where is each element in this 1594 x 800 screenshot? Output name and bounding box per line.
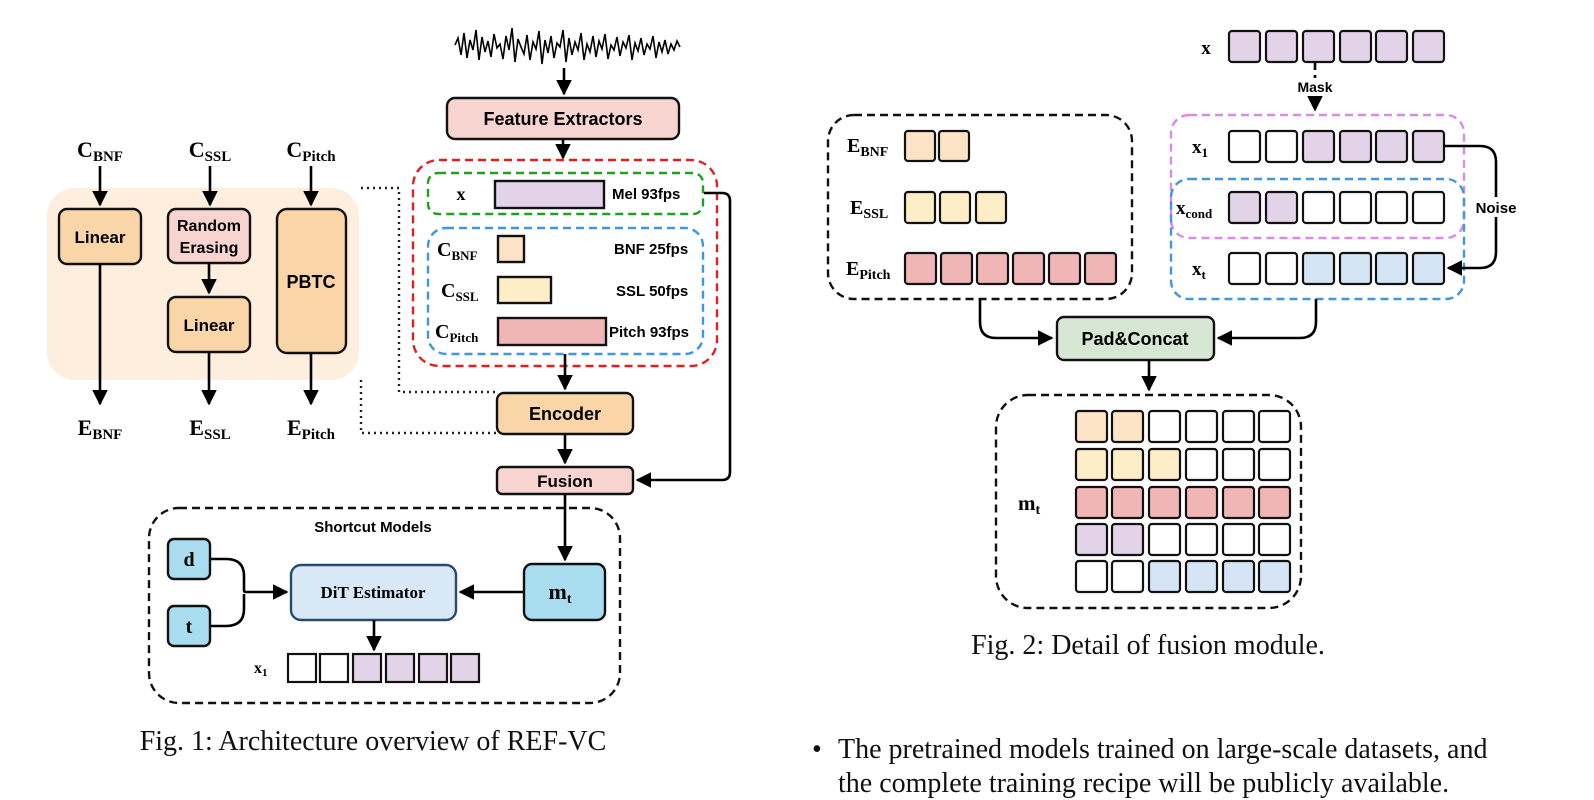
ssl-rate-label: SSL 50fps [616, 283, 688, 300]
ssl-feature-bar [496, 275, 553, 305]
x-label: x [1201, 38, 1211, 59]
shortcut-models-title: Shortcut Models [314, 519, 432, 536]
conditions-group-blue [426, 226, 705, 356]
noise-label: Noise [1476, 200, 1517, 217]
xt-cells [1227, 251, 1446, 286]
waveform-icon [454, 27, 681, 65]
c-ssl-input: CSSL [189, 137, 232, 165]
bnf-rate-label: BNF 25fps [614, 241, 688, 258]
xt-group-blue [1169, 177, 1466, 301]
body-text-line-1: The pretrained models trained on large-s… [838, 734, 1487, 765]
pad-concat-label: Pad&Concat [1081, 329, 1188, 349]
mel-feature-bar [493, 179, 606, 210]
mt-group [994, 393, 1303, 610]
mel-group-green [426, 171, 705, 216]
e-bnf-cells [903, 129, 971, 163]
e-bnf-label: EBNF [847, 135, 888, 160]
feature-extractors-label: Feature Extractors [483, 109, 642, 129]
x1-output-label: x1 [254, 660, 268, 679]
e-pitch-output: EPitch [287, 415, 336, 443]
mt-label: mt [549, 579, 572, 607]
mel-rate-label: Mel 93fps [612, 186, 680, 203]
mt-matrix [1074, 409, 1292, 594]
dotted-link-top [361, 186, 497, 394]
x1-group-violet [1169, 113, 1466, 240]
dit-estimator-label: DiT Estimator [321, 583, 426, 602]
t-label: t [186, 616, 193, 638]
x1-label: x1 [1192, 137, 1208, 160]
encoder-label: Encoder [529, 404, 601, 424]
e-ssl-cells [903, 190, 1008, 225]
xcond-label: xcond [1176, 198, 1213, 221]
c-pitch-feature: CPitch [435, 321, 479, 345]
c-ssl-feature: CSSL [441, 280, 479, 304]
fig2: x Mask x1 xcond [826, 29, 1524, 661]
x1-cells [1227, 129, 1446, 164]
fig1: CBNF CSSL CPitch Linear Random Erasing L… [47, 27, 732, 757]
e-pitch-label: EPitch [846, 258, 891, 283]
x-cells [1227, 29, 1446, 64]
pad-concat-block [1055, 315, 1216, 362]
fig1-caption: Fig. 1: Architecture overview of REF-VC [140, 726, 607, 757]
fusion-label: Fusion [537, 472, 593, 491]
random-erasing-label-2: Erasing [180, 240, 239, 257]
mask-label: Mask [1297, 79, 1332, 95]
body-text-line-2: the complete training recipe will be pub… [838, 768, 1449, 799]
c-bnf-input: CBNF [77, 137, 123, 165]
d-label: d [183, 549, 194, 571]
shortcut-models-group [147, 506, 622, 705]
dotted-link-bottom [359, 380, 497, 435]
random-erasing-label-1: Random [177, 218, 241, 235]
linear-bnf-label: Linear [74, 228, 125, 247]
c-bnf-feature: CBNF [437, 239, 478, 263]
mt-matrix-label: mt [1018, 491, 1041, 518]
bnf-feature-bar [496, 234, 526, 264]
xcond-cells [1227, 190, 1446, 225]
fig2-caption: Fig. 2: Detail of fusion module. [971, 630, 1325, 661]
e-pitch-cells [903, 251, 1118, 286]
e-ssl-label: ESSL [850, 197, 888, 222]
x-feature-label: x [457, 184, 466, 204]
pitch-feature-bar [496, 316, 608, 347]
pitch-rate-label: Pitch 93fps [609, 324, 689, 341]
e-ssl-output: ESSL [189, 415, 230, 443]
linear-ssl-label: Linear [183, 316, 234, 335]
e-bnf-output: EBNF [78, 415, 123, 443]
pbtc-label: PBTC [287, 272, 336, 292]
c-pitch-input: CPitch [286, 137, 336, 165]
bullet-marker: • [812, 734, 822, 765]
x1-output-cells [286, 652, 481, 684]
xt-label: xt [1192, 259, 1207, 282]
